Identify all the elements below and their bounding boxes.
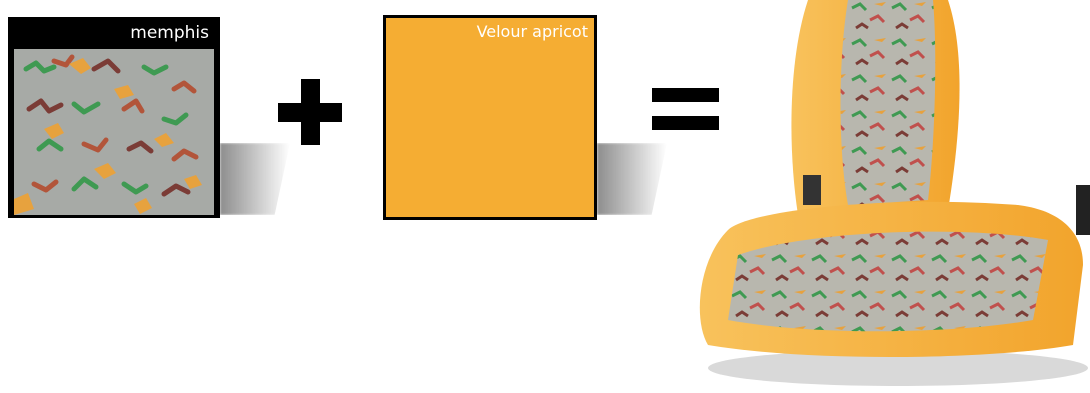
plus-vertical-bar xyxy=(301,79,320,145)
seat-image xyxy=(688,0,1090,389)
fabric-shadow xyxy=(220,143,290,215)
seat-graphic xyxy=(699,0,1090,386)
equals-top-bar xyxy=(652,88,719,102)
equals-bottom-bar xyxy=(652,116,719,130)
fabric-label-bar: memphis xyxy=(11,20,217,46)
color-shadow xyxy=(597,143,667,215)
fabric-pattern xyxy=(14,49,214,215)
fabric-swatch[interactable]: memphis xyxy=(8,17,220,218)
fabric-label: memphis xyxy=(130,23,209,43)
color-swatch[interactable]: Velour apricot xyxy=(383,15,597,220)
color-label: Velour apricot xyxy=(476,22,588,41)
fabric-pattern-graphic xyxy=(14,49,214,215)
